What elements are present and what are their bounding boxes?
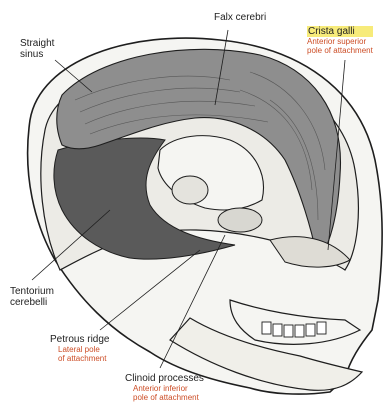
label-petrous-ridge: Petrous ridge Lateral pole of attachment [50,334,109,363]
clinoid-sub2: pole of attachment [125,393,204,402]
tentorium-line2: cerebelli [10,297,54,308]
foramen-detail [172,176,208,204]
label-falx-cerebri: Falx cerebri [214,12,266,23]
label-clinoid-processes: Clinoid processes Anterior inferior pole… [125,373,204,402]
crista-galli-text: Crista galli [307,26,373,37]
petrous-ridge-sub1: Lateral pole [50,345,109,354]
crista-galli-sub1: Anterior superior [307,37,373,46]
petrous-ridge-sub2: of attachment [50,354,109,363]
straight-sinus-line2: sinus [20,49,54,60]
sella-region [218,208,262,232]
crista-galli-sub2: pole of attachment [307,46,373,55]
falx-cerebri-text: Falx cerebri [214,12,266,23]
label-crista-galli: Crista galli Anterior superior pole of a… [307,26,373,55]
tentorium-line1: Tentorium [10,286,54,297]
straight-sinus-line1: Straight [20,38,54,49]
clinoid-processes-text: Clinoid processes [125,373,204,384]
petrous-ridge-text: Petrous ridge [50,334,109,345]
label-straight-sinus: Straight sinus [20,38,54,60]
clinoid-sub1: Anterior inferior [125,384,204,393]
label-tentorium: Tentorium cerebelli [10,286,54,308]
